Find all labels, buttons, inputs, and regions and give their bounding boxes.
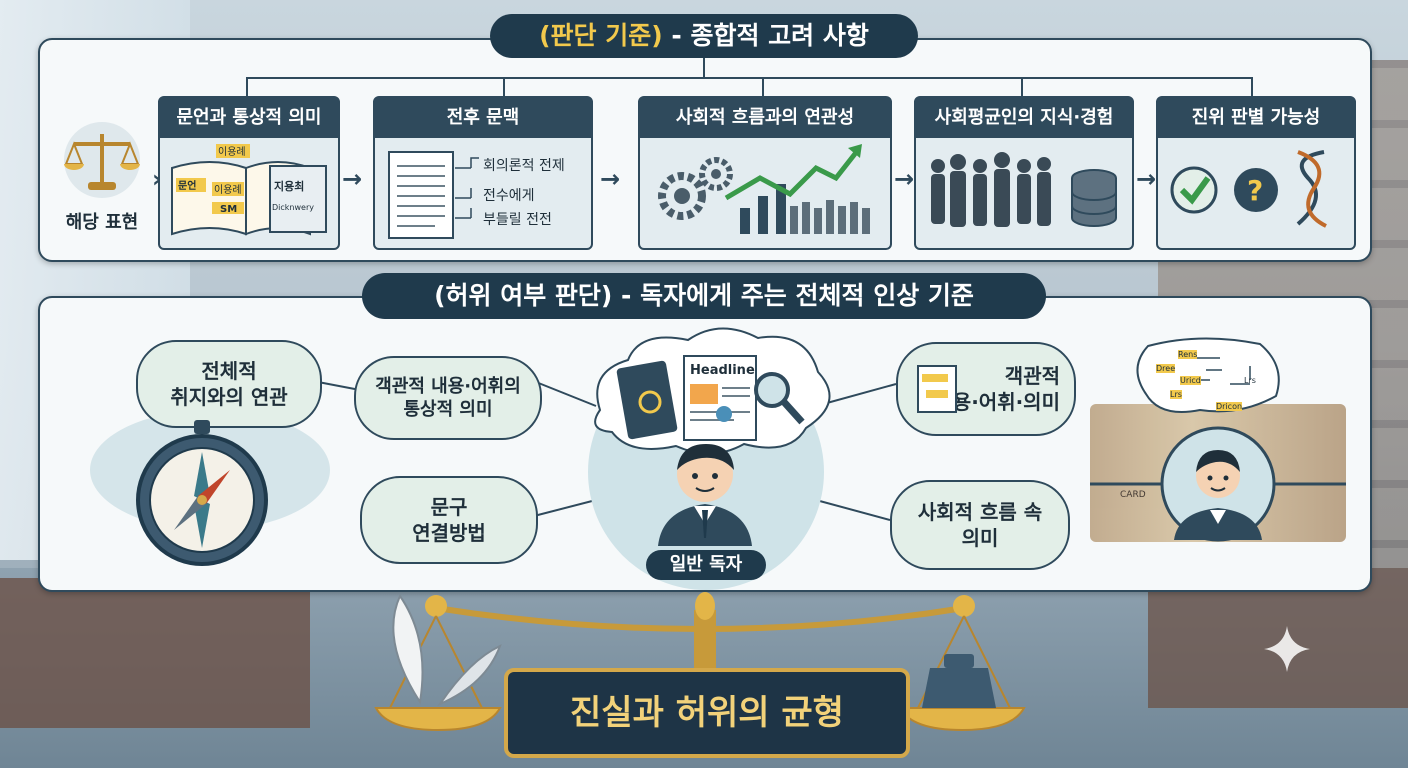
arrow-icon: → — [600, 165, 621, 193]
arrow-icon: › — [152, 165, 162, 193]
question-icon: ? — [1234, 168, 1278, 212]
arrow-icon: → — [342, 165, 363, 193]
newspaper-book-magnifier-icon: Headline — [616, 355, 805, 441]
dictionary-sub: Dicknwery — [272, 203, 314, 212]
timeline-note: Uricd — [1180, 376, 1201, 385]
criteria-title: (판단 기준) - 종합적 고려 사항 — [490, 14, 918, 58]
bubble-line: 사회적 흐름 속 — [917, 500, 1043, 524]
context-note-1: 전수에게 — [483, 188, 535, 204]
scales-icon — [64, 122, 140, 198]
weight-icon — [922, 654, 996, 708]
bubble-line: 연결방법 — [412, 521, 486, 545]
card-label: 사회적 흐름과의 연관성 — [640, 98, 890, 138]
reader-avatar — [658, 444, 752, 546]
bubble-line: 문구 — [430, 495, 468, 519]
arrow-icon: → — [1136, 165, 1157, 193]
balance-scale-icon — [374, 592, 1026, 732]
criteria-card-average-person: 사회평균인의 지식·경험 — [914, 96, 1134, 250]
timeline-card-label: CARD — [1120, 490, 1146, 500]
book-dictionary-icon: 문언 이용례 이용례 SM 지용최 Dicknwery — [171, 144, 327, 236]
newspaper-headline: Headline — [690, 363, 755, 378]
sparkle-icon — [1264, 626, 1310, 672]
book-tag-0: 문언 — [178, 180, 196, 192]
timeline-note: Lrs — [1170, 390, 1182, 399]
crowd-database-icon — [931, 152, 1117, 227]
criteria-card-context: 전후 문맥 회의론적 전제 전수에게 부들릴 전전 — [373, 96, 593, 250]
book-tag-2: 이용례 — [214, 184, 242, 196]
compass-icon — [136, 420, 268, 566]
gears-trend-icon — [658, 144, 870, 234]
bubble-line: 객관적 — [1004, 364, 1060, 388]
expression-start: 해당 표현 — [54, 120, 150, 233]
balance-label: 진실과 허위의 균형 — [504, 668, 910, 758]
criteria-title-paren: (판단 기준) — [539, 21, 663, 50]
bubble-line: 의미 — [961, 526, 999, 550]
card-label: 문언과 통상적 의미 — [160, 98, 338, 138]
criteria-connectors — [246, 58, 1253, 96]
book-tag-1: 이용례 — [218, 146, 246, 158]
criteria-card-social-flow: 사회적 흐름과의 연관성 — [638, 96, 892, 250]
timeline-overlay — [1090, 337, 1346, 542]
timeline-note: Dricon — [1216, 402, 1243, 411]
document-icon — [917, 365, 957, 413]
judgment-title: (허위 여부 판단) - 독자에게 주는 전체적 인상 기준 — [362, 273, 1046, 319]
dna-icon — [1296, 150, 1327, 228]
document-notes-icon: 회의론적 전제 전수에게 부들릴 전전 — [388, 151, 565, 239]
check-icon — [1170, 166, 1218, 214]
card-label: 진위 판별 가능성 — [1158, 98, 1354, 138]
timeline-note: Rens — [1178, 350, 1198, 359]
criteria-card-literal: 문언과 통상적 의미 문언 이용례 이용례 SM 지용최 Dicknwery — [158, 96, 340, 250]
book-tag-sm: SM — [220, 204, 237, 215]
criteria-card-verifiability: 진위 판별 가능성 ? — [1156, 96, 1356, 250]
bubble-line: 객관적 내용·어휘의 — [375, 375, 521, 397]
quill-icon — [392, 593, 502, 707]
card-label: 사회평균인의 지식·경험 — [916, 98, 1132, 138]
context-note-2: 부들릴 전전 — [483, 212, 552, 228]
expression-label: 해당 표현 — [65, 212, 139, 233]
dictionary-label: 지용최 — [274, 179, 304, 193]
verify-icons: ? — [1170, 150, 1327, 228]
bubble-line: 통상적 의미 — [403, 399, 493, 420]
timeline-note: Dree — [1156, 364, 1176, 373]
background-desk-left — [0, 578, 310, 728]
timeline-note: Lrs — [1244, 376, 1256, 385]
svg-text:?: ? — [1247, 174, 1263, 207]
criteria-title-rest: - 종합적 고려 사항 — [662, 21, 869, 50]
bubble-line: 전체적 — [201, 359, 257, 383]
tag-highlight — [176, 178, 206, 192]
bubble-line: 취지와의 연관 — [170, 385, 288, 409]
card-label: 전후 문맥 — [375, 98, 591, 138]
arrow-icon: → — [894, 165, 915, 193]
context-note-0: 회의론적 전제 — [483, 158, 565, 174]
reader-label: 일반 독자 — [646, 550, 766, 580]
